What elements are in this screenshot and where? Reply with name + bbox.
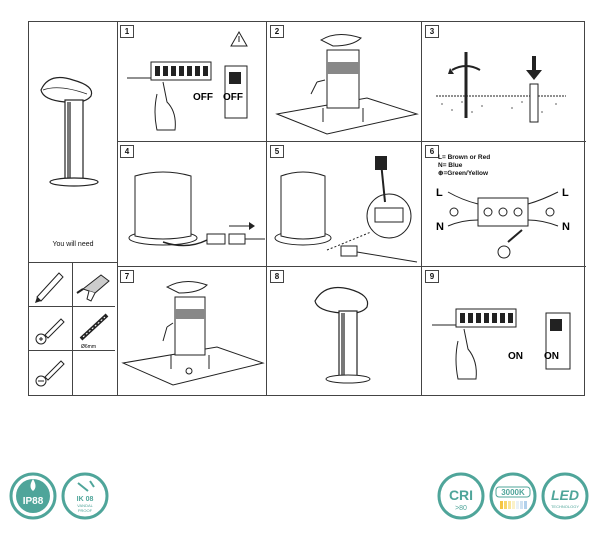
svg-text:IP88: IP88 xyxy=(23,496,44,507)
step-number: 1 xyxy=(120,25,134,38)
led-label: LED xyxy=(551,487,579,503)
switch-off-illustration: OFF OFF xyxy=(127,30,248,131)
step-number: 5 xyxy=(270,145,284,158)
step-number: 4 xyxy=(120,145,134,158)
bollard-lamp-illustration xyxy=(40,77,99,187)
step-4-panel: 4 xyxy=(117,142,267,267)
legend-earth: ⊕=Green/Yellow xyxy=(438,170,489,177)
on-label: ON xyxy=(508,351,523,362)
ik-proof-label: PROOF xyxy=(78,508,93,513)
step-number: 3 xyxy=(425,25,439,38)
off-label: OFF xyxy=(193,92,213,103)
wiring-legend: L= Brown or Red N= Blue ⊕=Green/Yellow xyxy=(438,154,490,178)
feature-badges-row: IP88 IK 08 VANDAL PROOF CRI >80 3000K LE… xyxy=(0,465,600,535)
label-n-left: N xyxy=(436,221,444,233)
water-drop-icon xyxy=(30,479,36,491)
drill-bit-size-label: Ø6mm xyxy=(81,344,96,350)
wiring-diagram: L L N N xyxy=(436,187,570,259)
cri-value: >80 xyxy=(455,505,467,512)
remove-cover-illustration xyxy=(275,34,419,135)
ip-rating-badge: IP88 xyxy=(9,472,57,520)
ik-rating-value: IK 08 xyxy=(77,496,94,503)
step-7-panel: 7 xyxy=(117,267,267,395)
product-overview-column: You will need Ø6mm xyxy=(29,22,118,395)
label-l-right: L xyxy=(562,187,569,199)
tool-drill xyxy=(72,263,115,307)
step-8-panel: 8 xyxy=(267,267,422,395)
on-panel-label: ON xyxy=(544,351,559,362)
instruction-sheet: You will need Ø6mm 1 xyxy=(28,21,586,396)
drill-hole-illustration xyxy=(436,52,566,123)
you-will-need-label: You will need xyxy=(52,241,94,248)
legend-live: L= Brown or Red xyxy=(438,154,491,161)
tool-empty-slot xyxy=(72,351,115,395)
step-number: 7 xyxy=(120,270,134,283)
label-l-left: L xyxy=(436,187,443,199)
step-number: 6 xyxy=(425,145,439,158)
cri-label: CRI xyxy=(449,487,473,503)
ip-label: IP xyxy=(23,496,33,507)
off-panel-label: OFF xyxy=(223,92,243,103)
switch-on-illustration: ON ON xyxy=(432,308,571,380)
legend-neutral: N= Blue xyxy=(438,162,463,169)
color-temperature-badge: 3000K xyxy=(489,472,537,520)
step-9-panel: 9 ON ON xyxy=(422,267,586,395)
step-number: 8 xyxy=(270,270,284,283)
step-5-panel: 5 xyxy=(267,142,422,267)
led-technology-badge: LED TECHNOLOGY xyxy=(541,472,589,520)
ik-rating-badge: IK 08 VANDAL PROOF xyxy=(61,472,109,520)
step-2-panel: 2 xyxy=(267,22,422,142)
step-number: 9 xyxy=(425,270,439,283)
ik-vandal-label: VANDAL xyxy=(77,503,93,508)
tool-phillips-screwdriver xyxy=(29,307,72,351)
hammer-icon xyxy=(77,480,95,492)
tool-pencil xyxy=(29,263,72,307)
step-6-panel: 6 L= Brown or Red N= Blue ⊕=Green/Yellow… xyxy=(422,142,586,267)
step-number: 2 xyxy=(270,25,284,38)
assembled-lamp-illustration xyxy=(314,286,371,384)
step-3-panel: 3 xyxy=(422,22,586,142)
tool-flat-screwdriver xyxy=(29,351,72,395)
tool-drill-bit: Ø6mm xyxy=(72,307,115,351)
cct-value: 3000K xyxy=(501,488,525,497)
fix-base-illustration xyxy=(121,281,265,386)
connect-cable-illustration xyxy=(128,171,265,247)
color-spectrum-bars xyxy=(500,501,527,509)
cri-badge: CRI >80 xyxy=(437,472,485,520)
step-1-panel: 1 OFF OFF xyxy=(117,22,267,142)
led-subtitle: TECHNOLOGY xyxy=(551,504,579,509)
wire-terminal-illustration xyxy=(274,156,418,263)
label-n-right: N xyxy=(562,221,570,233)
ip-rating-value: 88 xyxy=(32,496,44,507)
required-tools-grid: Ø6mm xyxy=(29,262,117,396)
